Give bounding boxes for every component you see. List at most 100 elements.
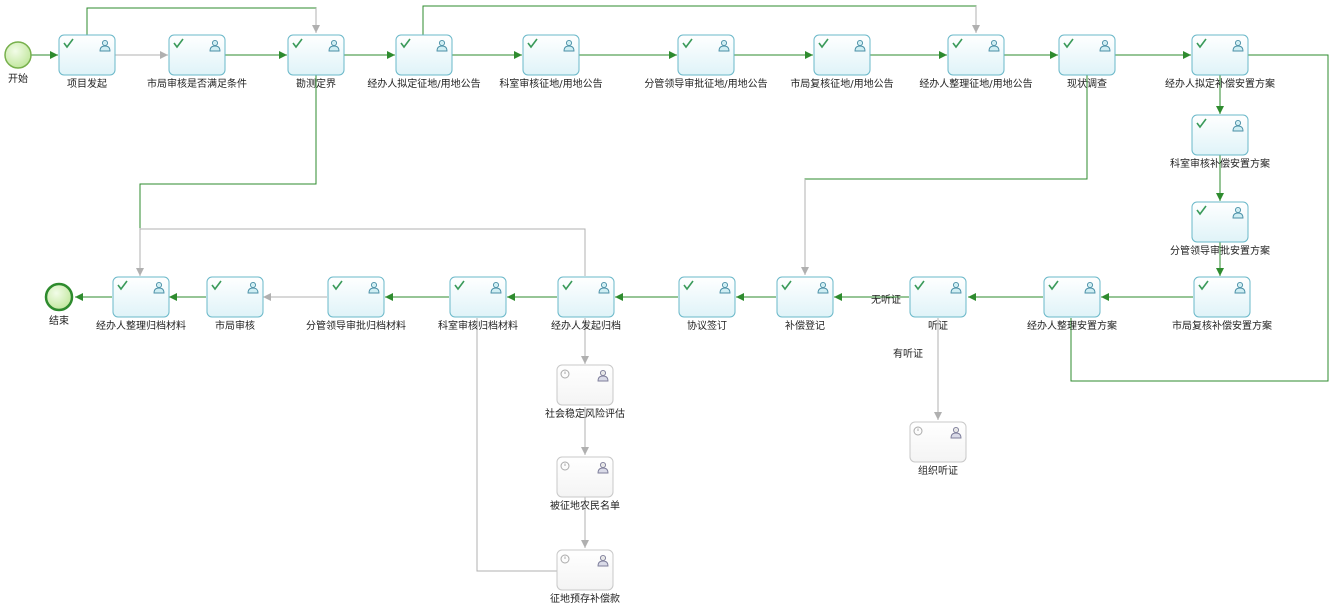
- check-icon: [527, 38, 538, 49]
- task-box[interactable]: [776, 276, 834, 318]
- task-label: 经办人发起归档: [551, 319, 621, 332]
- flow-t1-t3-bypass: [86, 7, 317, 35]
- task-label: 市局复核征地/用地公告: [790, 77, 893, 90]
- user-icon: [209, 39, 221, 52]
- task-box[interactable]: [58, 34, 116, 76]
- task-label: 分管领导审批归档材料: [306, 319, 406, 332]
- check-icon: [1196, 205, 1207, 216]
- task-label: 协议签订: [687, 319, 727, 332]
- task-box[interactable]: [395, 34, 453, 76]
- task-box[interactable]: [1191, 34, 1249, 76]
- check-icon: [683, 280, 694, 291]
- task-box[interactable]: [327, 276, 385, 318]
- task-label: 分管领导审批征地/用地公告: [644, 77, 767, 90]
- user-icon: [436, 39, 448, 52]
- task-box[interactable]: [556, 549, 614, 591]
- task-p4[interactable]: 组织听证: [909, 421, 967, 477]
- user-icon: [598, 281, 610, 294]
- task-box[interactable]: [1191, 201, 1249, 243]
- task-box[interactable]: [287, 34, 345, 76]
- task-t18[interactable]: 经办人发起归档: [551, 276, 621, 332]
- task-box[interactable]: [813, 34, 871, 76]
- task-label: 经办人整理安置方案: [1027, 319, 1117, 332]
- flow-t10-t14-loop: [1070, 54, 1329, 382]
- task-box[interactable]: [557, 276, 615, 318]
- task-t19[interactable]: 科室审核归档材料: [438, 276, 518, 332]
- user-icon: [854, 39, 866, 52]
- task-box[interactable]: [909, 421, 967, 463]
- task-t10[interactable]: 经办人拟定补偿安置方案: [1165, 34, 1275, 90]
- user-icon: [490, 281, 502, 294]
- task-p1[interactable]: 社会稳定风险评估: [545, 364, 625, 420]
- flow-t4-t8-bypass: [422, 5, 977, 35]
- task-t1[interactable]: 项目发起: [58, 34, 116, 90]
- task-t20[interactable]: 分管领导审批归档材料: [306, 276, 406, 332]
- check-icon: [400, 38, 411, 49]
- task-label: 科室审核归档材料: [438, 319, 518, 332]
- task-t21[interactable]: 市局审核: [206, 276, 264, 332]
- user-icon: [950, 426, 962, 439]
- task-box[interactable]: [677, 34, 735, 76]
- task-p3[interactable]: 征地预存补偿款: [550, 549, 620, 605]
- task-label: 经办人拟定征地/用地公告: [367, 77, 480, 90]
- task-t4[interactable]: 经办人拟定征地/用地公告: [367, 34, 481, 90]
- user-icon: [597, 461, 609, 474]
- label-no-hearing: 无听证: [871, 294, 901, 306]
- task-t22[interactable]: 经办人整理归档材料: [96, 276, 186, 332]
- task-box[interactable]: [522, 34, 580, 76]
- task-label: 项目发起: [67, 77, 107, 90]
- task-t12[interactable]: 分管领导审批安置方案: [1170, 201, 1270, 257]
- task-label: 组织听证: [918, 464, 958, 477]
- user-icon: [99, 39, 111, 52]
- task-t15[interactable]: 听证: [909, 276, 967, 332]
- task-t11[interactable]: 科室审核补偿安置方案: [1170, 114, 1270, 170]
- user-icon: [718, 39, 730, 52]
- task-box[interactable]: [1058, 34, 1116, 76]
- task-box[interactable]: [206, 276, 264, 318]
- task-box[interactable]: [556, 364, 614, 406]
- task-t2[interactable]: 市局审核是否满足条件: [147, 34, 247, 90]
- task-t9[interactable]: 现状调查: [1058, 34, 1116, 90]
- task-t17[interactable]: 协议签订: [678, 276, 736, 332]
- check-icon: [1196, 38, 1207, 49]
- task-box[interactable]: [112, 276, 170, 318]
- task-box[interactable]: [1193, 276, 1251, 318]
- task-box[interactable]: [947, 34, 1005, 76]
- task-t7[interactable]: 市局复核征地/用地公告: [790, 34, 894, 90]
- check-icon: [211, 280, 222, 291]
- task-box[interactable]: [1191, 114, 1249, 156]
- task-label: 经办人整理征地/用地公告: [919, 77, 1032, 90]
- tasks-layer: 项目发起 市局审核是否满足条件勘测定界经办人拟定征地/用地公告 科室审核征地/用地公…: [58, 34, 1275, 605]
- user-icon: [597, 554, 609, 567]
- task-t14[interactable]: 经办人整理安置方案: [1027, 276, 1117, 332]
- task-t16[interactable]: 补偿登记: [776, 276, 834, 332]
- task-box[interactable]: [168, 34, 226, 76]
- flow-p3-t19: [476, 318, 557, 572]
- check-icon: [562, 280, 573, 291]
- task-label: 现状调查: [1067, 77, 1107, 90]
- task-t13[interactable]: 市局复核补偿安置方案: [1172, 276, 1272, 332]
- start-event[interactable]: 开始: [4, 41, 32, 85]
- task-t8[interactable]: 经办人整理征地/用地公告: [919, 34, 1033, 90]
- task-p2[interactable]: 被征地农民名单: [550, 456, 620, 512]
- user-icon: [1232, 39, 1244, 52]
- task-box[interactable]: [556, 456, 614, 498]
- user-icon: [1232, 119, 1244, 132]
- task-box[interactable]: [449, 276, 507, 318]
- task-t5[interactable]: 科室审核征地/用地公告: [499, 34, 603, 90]
- task-box[interactable]: [678, 276, 736, 318]
- check-icon: [292, 38, 303, 49]
- task-box[interactable]: [909, 276, 967, 318]
- user-icon: [1234, 281, 1246, 294]
- end-event[interactable]: 结束: [44, 282, 74, 327]
- task-t3[interactable]: 勘测定界: [287, 34, 345, 90]
- end-event-label: 结束: [49, 314, 69, 327]
- task-label: 听证: [928, 320, 948, 332]
- task-t6[interactable]: 分管领导审批征地/用地公告: [644, 34, 768, 90]
- check-icon: [1196, 118, 1207, 129]
- check-icon: [952, 38, 963, 49]
- flow-t3-t22: [139, 75, 317, 228]
- task-label: 市局复核补偿安置方案: [1172, 319, 1272, 332]
- task-box[interactable]: [1043, 276, 1101, 318]
- connectors: [31, 5, 1329, 572]
